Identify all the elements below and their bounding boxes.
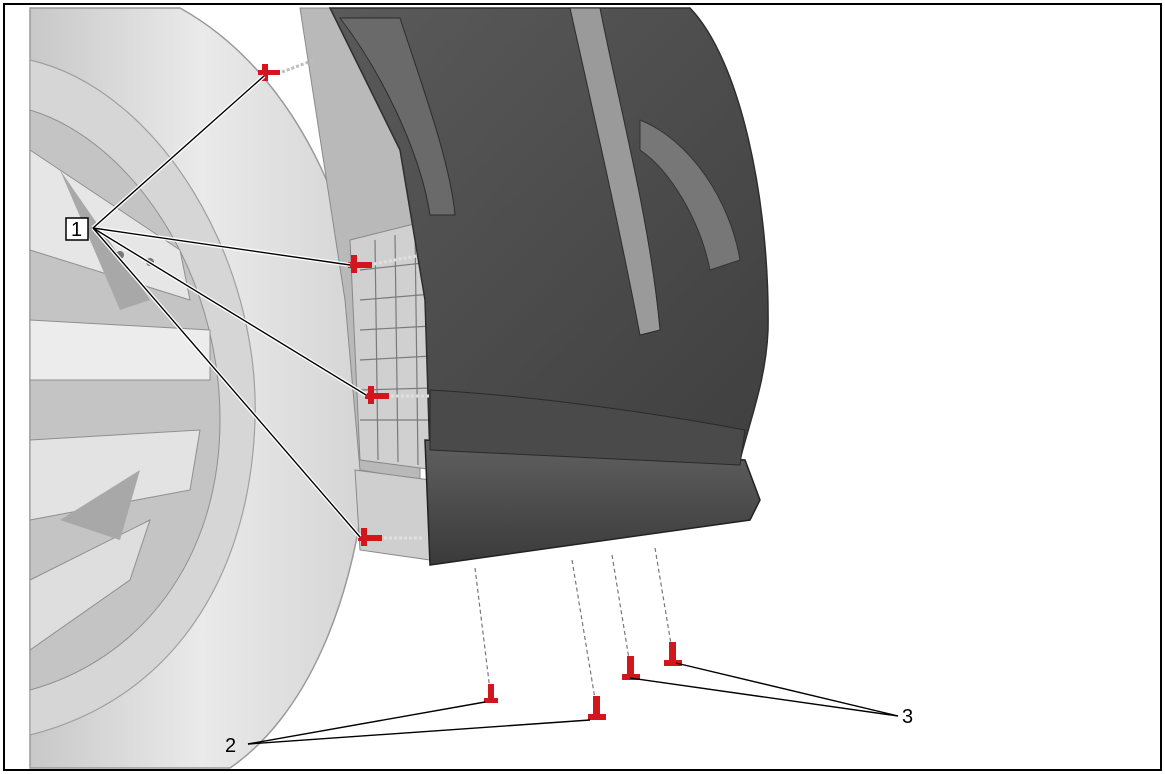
leader-lines-3	[629, 662, 899, 717]
install-direction-lines	[474, 547, 673, 706]
push-pin-retainer-icon	[258, 58, 315, 81]
push-pin-retainer-icon	[622, 656, 640, 680]
push-pin-retainer-icon	[348, 254, 417, 273]
leader-lines-2	[247, 701, 591, 745]
push-pin-retainer-icon	[588, 696, 606, 720]
wheel-rim	[29, 109, 221, 691]
push-pin-retainer-icon	[365, 386, 431, 404]
callout-2-label: 2	[225, 735, 236, 757]
callout-1-label: 1	[71, 219, 82, 241]
push-pin-retainer-icon	[664, 642, 682, 666]
push-pin-retainer-icon	[358, 528, 424, 546]
diagram-border	[3, 3, 1162, 771]
leader-lines-1-core	[92, 75, 367, 538]
callout-3-label: 3	[902, 706, 913, 728]
fastener-group-2	[484, 684, 606, 720]
push-pin-retainer-icon	[484, 684, 498, 703]
fastener-group-3	[622, 642, 682, 680]
fastener-group-1	[258, 58, 431, 546]
front-fascia-panel	[328, 7, 769, 566]
callout-1: 1	[65, 217, 89, 241]
